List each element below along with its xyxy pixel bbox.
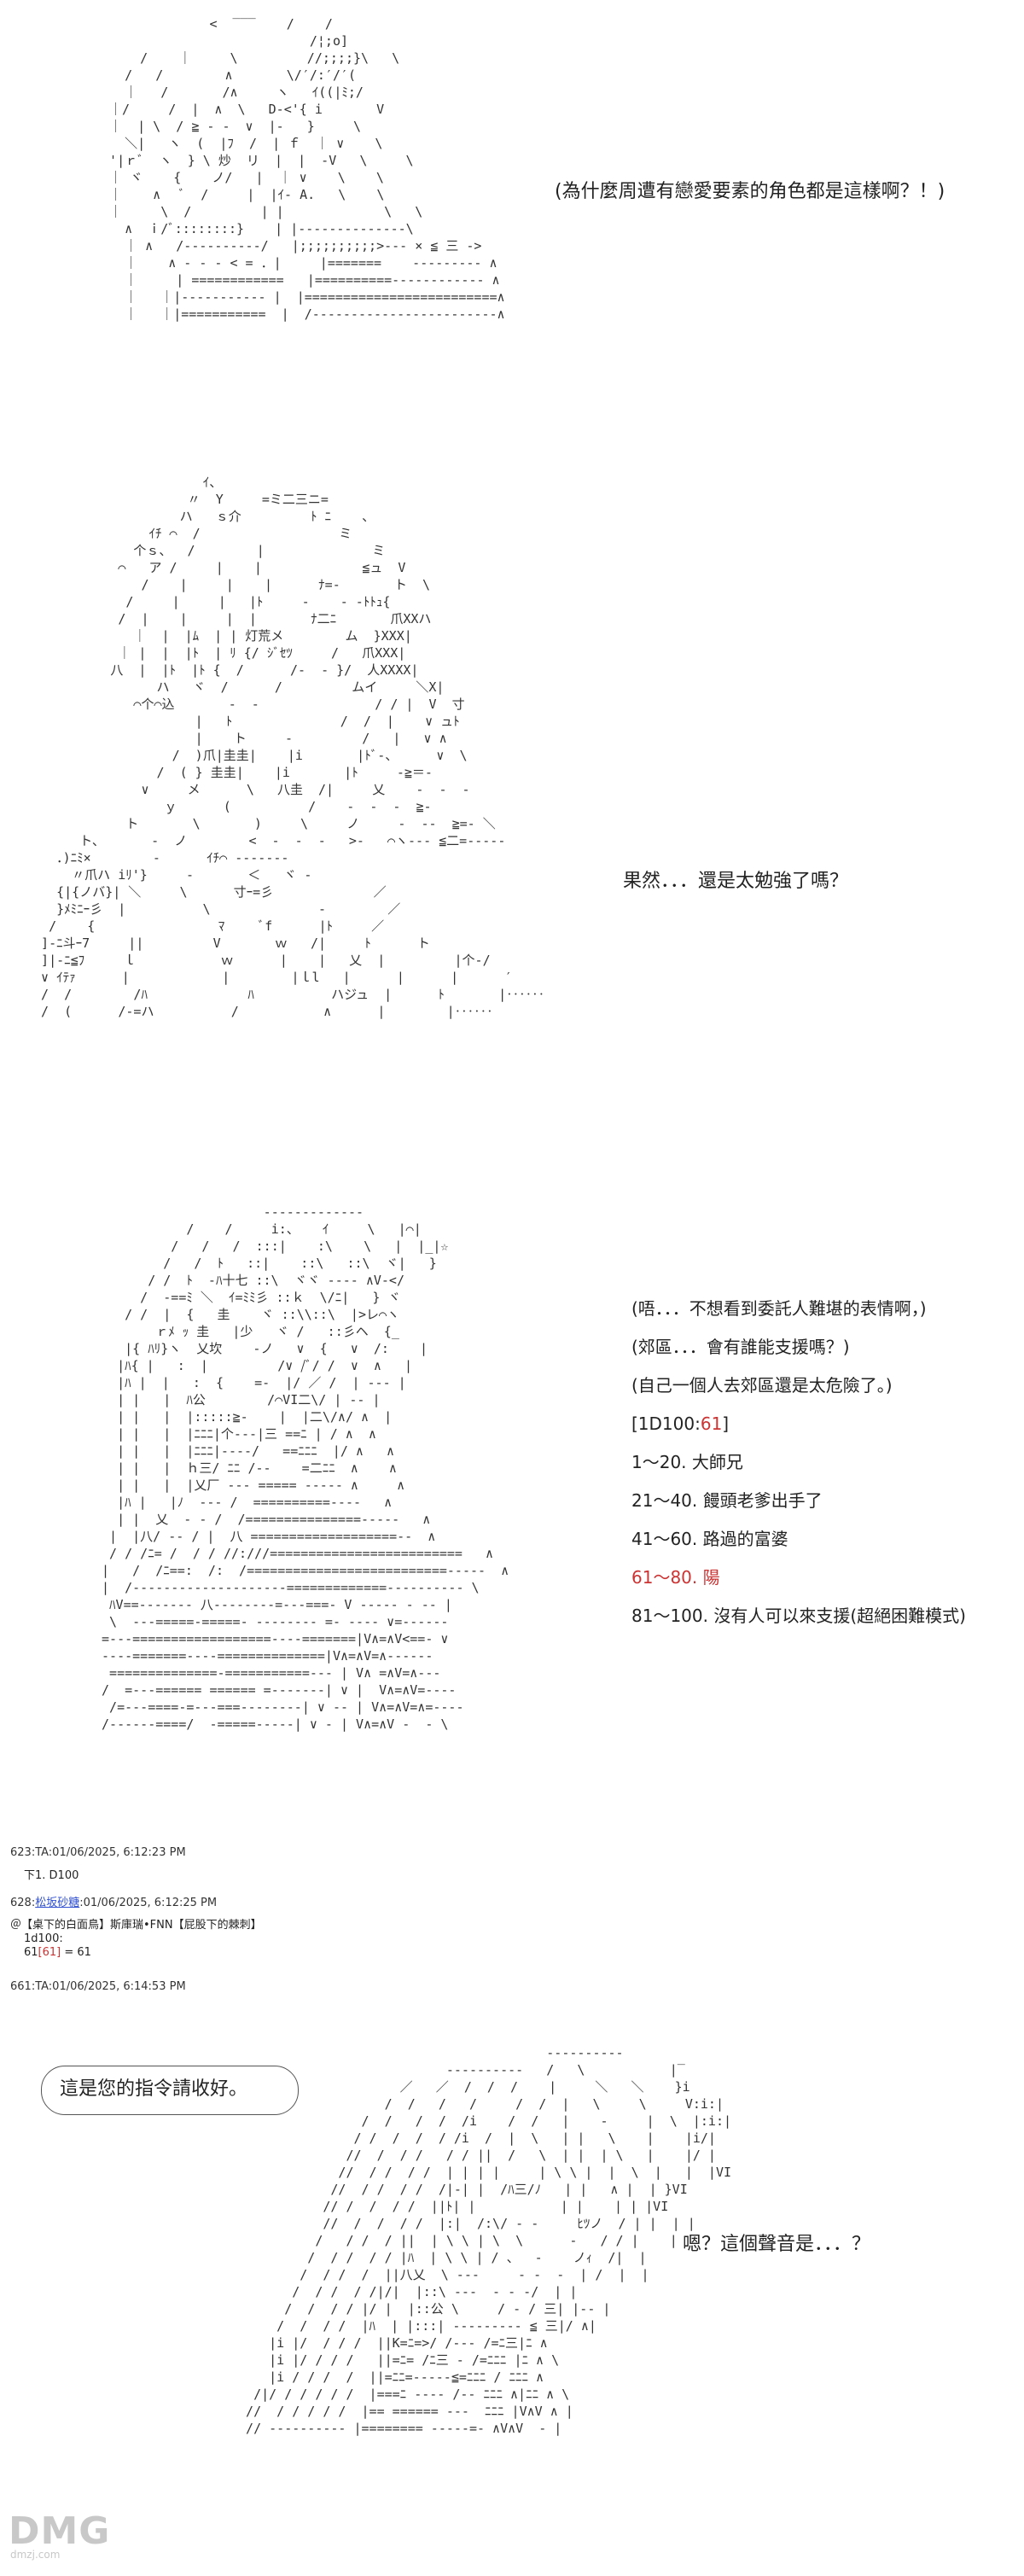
dice-value: 61 xyxy=(700,1413,723,1434)
thought-text-panel-4: 嗯？這個聲音是．．．？ xyxy=(683,2234,871,2255)
post-header: 623:TA:01/06/2025, 6:12:23 PM xyxy=(10,1846,186,1859)
option-line: 21～40. 饅頭老爹出手了 xyxy=(631,1490,823,1511)
forum-post-661: 661:TA:01/06/2025, 6:14:53 PM xyxy=(10,1980,186,1994)
ascii-art-panel-1: < ‾‾‾ / / /¦;o] / ｜ \ //;;;;}\ \ / / ∧ \… xyxy=(109,16,505,322)
dialogue-line: (自己一個人去郊區還是太危險了。) xyxy=(631,1375,893,1396)
option-line: 41～60. 路過的富婆 xyxy=(631,1529,788,1549)
option-line: 81～100. 沒有人可以來支援(超絕困難模式) xyxy=(631,1606,966,1626)
dice-prefix: [1D100: xyxy=(631,1413,701,1434)
option-line: 1～20. 大師兄 xyxy=(631,1452,743,1472)
speech-bubble xyxy=(41,2066,299,2115)
forum-post-628: 628:松坂砂糖:01/06/2025, 6:12:25 PM ＠【桌下的白面鳥… xyxy=(10,1897,262,1960)
dice-roll-line: [1D100:61] xyxy=(631,1413,1015,1435)
ascii-art-panel-4: ‐‐‐‐‐‐‐‐‐‐ ‐‐‐‐‐‐‐‐‐‐ / \ |‾ ／ ／ / / / |… xyxy=(246,2045,731,2436)
post-body: 下1. D100 xyxy=(24,1869,79,1882)
dialogue-line: (唔．．．不想看到委託人難堪的表情啊，) xyxy=(631,1298,927,1319)
thought-text-panel-2: 果然．．．還是太勉強了嗎？ xyxy=(623,871,849,892)
ascii-art-panel-2: ｲ、 〃 Y =ミ二三ニ= ハ ｓ介 ﾄ ﾆ 、 ｲﾁ ⌒ / ミ 个ｓ、 / … xyxy=(41,475,545,1019)
speech-bubble-text: 這是您的指令請收好。 xyxy=(60,2078,248,2100)
post-header: 628:松坂砂糖:01/06/2025, 6:12:25 PM xyxy=(10,1897,218,1909)
post-body-dice-result: 61[61] = 61 xyxy=(24,1946,91,1959)
watermark-sub: dmzj.com xyxy=(10,2549,61,2561)
dice-suffix: ] xyxy=(722,1413,730,1434)
forum-post-623: 623:TA:01/06/2025, 6:12:23 PM 下1. D100 xyxy=(10,1846,186,1883)
option-line-selected: 61～80. 陽 xyxy=(631,1567,720,1588)
ascii-art-panel-3: ‐‐‐‐‐‐‐‐‐‐‐‐‐ / / i:、 ｲ \ |⌒| / / / :::|… xyxy=(102,1204,509,1732)
thought-text-panel-1: (為什麼周遭有戀愛要素的角色都是這樣啊？！) xyxy=(555,181,945,202)
dialogue-list-panel-3: (唔．．．不想看到委託人難堪的表情啊，) (郊區．．．會有誰能支援嗎？) (自己… xyxy=(631,1297,1015,1643)
poster-name-link[interactable]: 松坂砂糖 xyxy=(35,1897,80,1909)
post-header: 661:TA:01/06/2025, 6:14:53 PM xyxy=(10,1980,186,1993)
post-body-mention: ＠【桌下的白面鳥】斯庫瑞•FNN【屁股下的棘刺】 xyxy=(10,1919,262,1932)
post-body-dice-cmd: 1d100: xyxy=(24,1932,63,1945)
dialogue-line: (郊區．．．會有誰能支援嗎？) xyxy=(631,1337,850,1357)
watermark-logo: DMG xyxy=(9,2509,111,2553)
